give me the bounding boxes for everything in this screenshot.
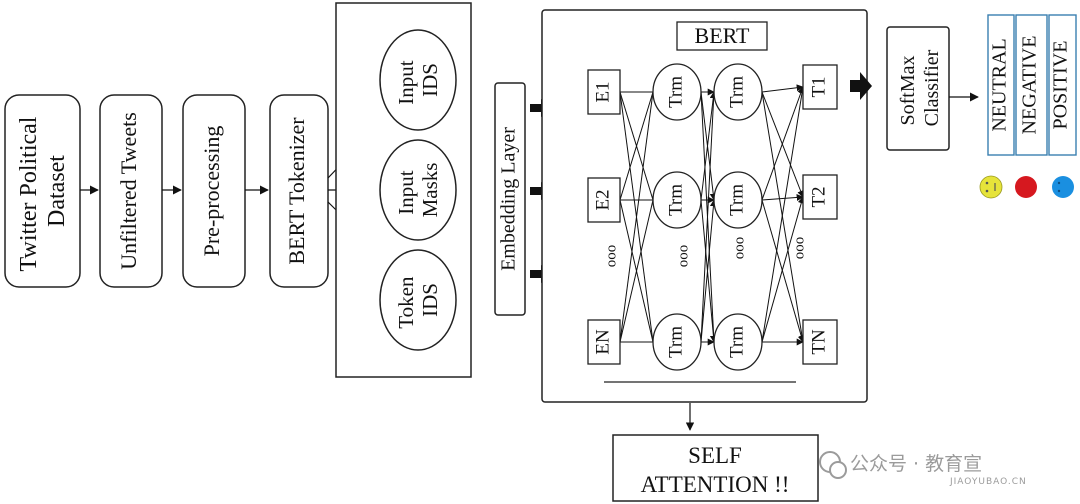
ellipsis-t: ooo — [791, 237, 807, 260]
token-ids-line2: IDS — [418, 283, 442, 317]
block-arrow-classifier — [850, 72, 872, 100]
bert-link — [619, 91, 654, 343]
en-label: EN — [592, 329, 613, 355]
token-ids-node: Token IDS — [379, 249, 457, 351]
svg-text:Twitter Political Datase: Twitter Political Dataset — [16, 111, 70, 272]
bert-title-box: BERT — [676, 21, 768, 51]
trm-node-l2-n: Trm — [713, 313, 763, 371]
dataset-label-line2: Dataset — [44, 155, 70, 227]
watermark-text: 公众号 · 教育宣 — [850, 453, 982, 475]
ellipsis-trm2: ooo — [731, 237, 747, 260]
bert-link — [761, 196, 805, 343]
t2-label: T2 — [808, 186, 829, 207]
trm-node-l1-1: Trm — [652, 63, 702, 121]
svg-text:Token IDS: Token IDS — [394, 271, 442, 328]
trm-label: Trm — [726, 184, 747, 216]
svg-text:Input IDS: Input IDS — [394, 55, 442, 105]
bert-link — [700, 91, 717, 201]
bert-link — [761, 84, 804, 93]
label-positive: POSITIVE — [1048, 14, 1077, 156]
label-neutral-text: NEUTRAL — [989, 38, 1011, 131]
output-node-t1: T1 — [802, 64, 838, 110]
trm-label: Trm — [665, 76, 686, 108]
e1-label: E1 — [592, 81, 613, 102]
watermark: 公众号 · 教育宣 JIAOYUBAO.CN — [819, 451, 1027, 487]
embedding-layer-label: Embedding Layer — [498, 127, 520, 271]
bert-link — [700, 199, 717, 343]
tn-label: TN — [808, 329, 829, 355]
embedding-layer-box: Embedding Layer — [494, 82, 526, 316]
svg-text:Input Masks: Input Masks — [394, 163, 442, 218]
output-node-tn: TN — [802, 319, 838, 365]
classifier-line1: SoftMax — [897, 56, 919, 126]
trm-node-l2-2: Trm — [713, 171, 763, 229]
input-ids-line1: Input — [394, 60, 418, 104]
input-masks-node: Input Masks — [379, 139, 457, 241]
positive-face-icon — [1052, 176, 1074, 198]
input-ids-node: Input IDS — [379, 29, 457, 131]
unfiltered-tweets-label: Unfiltered Tweets — [116, 112, 141, 270]
softmax-classifier-box: SoftMax Classifier — [886, 26, 950, 151]
classifier-line2: Classifier — [921, 49, 943, 126]
trm-label: Trm — [726, 76, 747, 108]
self-attention-line2: ATTENTION !! — [641, 472, 790, 497]
trm-node-l1-2: Trm — [652, 171, 702, 229]
self-attention-box: SELF ATTENTION !! — [612, 434, 819, 502]
bert-link — [761, 86, 805, 201]
bert-title: BERT — [695, 23, 750, 48]
embedding-node-e1: E1 — [587, 69, 621, 115]
label-neutral: NEUTRAL — [987, 14, 1015, 156]
bert-link — [700, 91, 718, 343]
bert-frame — [541, 9, 868, 403]
bert-link — [761, 193, 804, 201]
token-ids-line1: Token — [394, 276, 418, 329]
bert-tokenizer-label: BERT Tokenizer — [284, 117, 309, 265]
label-negative: NEGATIVE — [1015, 14, 1048, 156]
bert-link — [619, 91, 654, 201]
input-masks-line1: Input — [394, 170, 418, 214]
embedding-node-e2: E2 — [587, 177, 621, 223]
neutral-face-icon — [979, 175, 1003, 199]
bert-connections — [619, 84, 806, 346]
dataset-label-line1: Twitter Political — [16, 116, 42, 271]
t1-label: T1 — [808, 76, 829, 97]
preprocessing-label: Pre-processing — [199, 126, 224, 257]
negative-face-icon — [1015, 176, 1037, 198]
trm-label: Trm — [665, 184, 686, 216]
trm-node-l1-n: Trm — [652, 313, 702, 371]
label-positive-text: POSITIVE — [1050, 41, 1072, 130]
bert-tokenizer-box: BERT Tokenizer — [269, 94, 329, 288]
ellipsis-e: ooo — [603, 245, 619, 268]
trm-label: Trm — [665, 326, 686, 358]
label-negative-text: NEGATIVE — [1019, 36, 1041, 135]
bert-link — [619, 199, 654, 343]
trm-label: Trm — [726, 326, 747, 358]
bert-link — [761, 86, 806, 343]
input-ids-line2: IDS — [418, 63, 442, 97]
ellipsis-trm1: ooo — [675, 245, 691, 268]
svg-text:SoftMax Classifier: SoftMax Classifier — [897, 49, 943, 126]
e2-label: E2 — [592, 189, 613, 210]
trm-node-l2-1: Trm — [713, 63, 763, 121]
self-attention-line1: SELF — [688, 443, 742, 468]
watermark-sub: JIAOYUBAO.CN — [949, 477, 1027, 487]
dataset-box: Twitter Political Dataset — [4, 94, 81, 288]
input-masks-line2: Masks — [418, 163, 442, 218]
preprocessing-box: Pre-processing — [182, 94, 246, 288]
output-node-t2: T2 — [802, 174, 838, 220]
embedding-node-en: EN — [587, 319, 621, 365]
unfiltered-tweets-box: Unfiltered Tweets — [99, 94, 163, 288]
